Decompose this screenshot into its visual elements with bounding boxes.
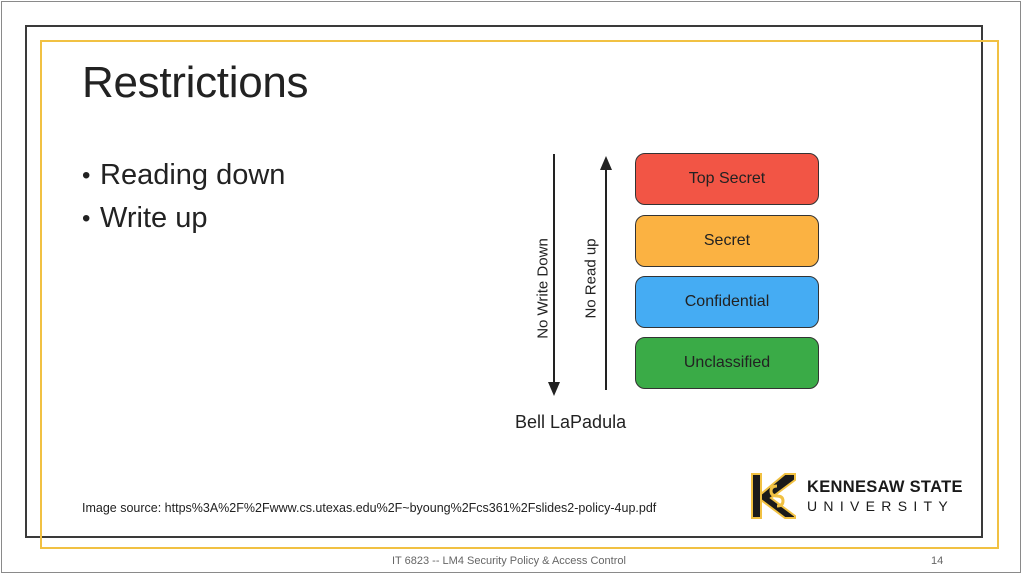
level-unclassified: Unclassified: [635, 337, 819, 389]
bullet-list: Reading down Write up: [82, 154, 285, 240]
image-source-text: Image source: https%3A%2F%2Fwww.cs.utexa…: [82, 501, 657, 515]
diagram-caption: Bell LaPadula: [515, 412, 627, 432]
no-write-down-label: No Write Down: [534, 238, 552, 339]
level-secret: Secret: [635, 215, 819, 267]
down-arrow-shaft: [553, 154, 555, 384]
no-read-up-label: No Read up: [582, 238, 600, 319]
bullet-item: Reading down: [82, 154, 285, 197]
university-logo: KENNESAW STATE UNIVERSITY: [747, 470, 962, 525]
bullet-item: Write up: [82, 197, 285, 240]
slide-frame: [25, 25, 983, 538]
level-confidential: Confidential: [635, 276, 819, 328]
down-arrow-head: [548, 382, 560, 396]
page-number: 14: [931, 555, 944, 567]
up-arrow-shaft: [605, 170, 607, 390]
level-top-secret: Top Secret: [635, 153, 819, 205]
logo-subtitle: UNIVERSITY: [807, 498, 955, 514]
slide-title: Restrictions: [82, 58, 309, 107]
ksu-logo-mark-icon: [748, 471, 798, 521]
logo-name: KENNESAW STATE: [807, 478, 963, 496]
slide-accent-frame: [40, 40, 999, 549]
up-arrow-head: [600, 156, 612, 170]
bell-lapadula-diagram: No Write Down No Read up Top Secret Secr…: [505, 148, 835, 438]
footer-course-text: IT 6823 -- LM4 Security Policy & Access …: [392, 555, 626, 567]
